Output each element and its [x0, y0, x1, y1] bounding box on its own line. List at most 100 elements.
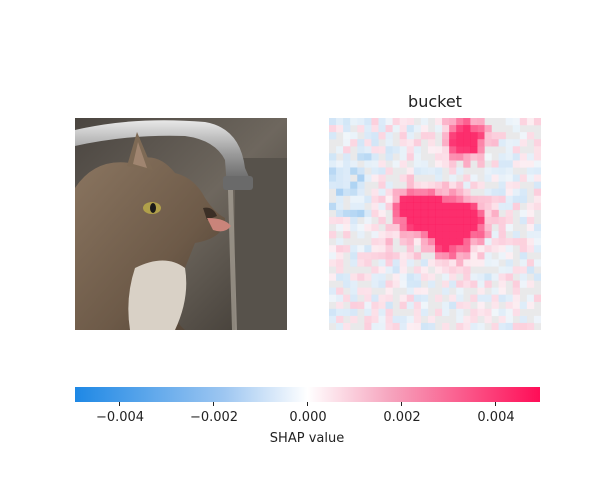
shap-cell	[526, 167, 535, 175]
shap-cell	[406, 287, 414, 295]
shap-cell	[512, 301, 520, 309]
shap-cell	[392, 224, 400, 232]
shap-cell	[399, 266, 407, 274]
shap-cell	[420, 167, 429, 175]
shap-cell	[399, 294, 407, 302]
shap-cell	[491, 139, 499, 147]
shap-cell	[484, 294, 492, 302]
shap-cell	[378, 308, 386, 317]
shap-cell	[463, 315, 471, 324]
shap-cell	[406, 181, 414, 189]
shap-cell	[533, 160, 541, 168]
shap-cell	[505, 322, 513, 330]
shap-cell	[463, 181, 471, 189]
shap-cell	[491, 301, 499, 309]
shap-cell	[491, 294, 499, 302]
shap-cell	[371, 266, 379, 274]
shap-cell	[343, 294, 351, 302]
shap-cell	[491, 238, 499, 246]
shap-cell	[406, 216, 414, 225]
shap-cell	[449, 252, 457, 260]
shap-cell	[364, 294, 372, 302]
shap-cell	[336, 181, 344, 189]
shap-cell	[449, 301, 457, 309]
shap-cell	[484, 209, 492, 218]
shap-cell	[519, 280, 528, 288]
shap-cell	[392, 202, 400, 211]
shap-cell	[364, 273, 372, 281]
shap-cell	[357, 125, 365, 133]
shap-cell	[442, 301, 450, 309]
shap-cell	[385, 118, 393, 126]
shap-cell	[371, 238, 379, 246]
shap-cell	[470, 259, 478, 267]
shap-cell	[371, 301, 379, 309]
shap-cell	[484, 202, 492, 211]
shap-cell	[463, 238, 471, 246]
shap-cell	[470, 322, 478, 330]
shap-cell	[442, 118, 450, 126]
shap-cell	[364, 216, 372, 225]
shap-cell	[505, 181, 513, 189]
shap-cell	[491, 160, 499, 168]
shap-cell	[406, 118, 414, 126]
shap-cell	[512, 202, 520, 211]
shap-cell	[526, 266, 535, 274]
shap-cell	[533, 118, 541, 126]
shap-cell	[329, 202, 337, 211]
shap-cell	[456, 231, 464, 239]
shap-cell	[364, 139, 372, 147]
shap-cell	[484, 273, 492, 281]
shap-cell	[385, 153, 393, 161]
shap-cell	[385, 308, 393, 317]
shap-cell	[477, 125, 485, 133]
shap-cell	[449, 139, 457, 147]
shap-cell	[420, 245, 429, 253]
shap-cell	[470, 252, 478, 260]
shap-cell	[399, 280, 407, 288]
shap-cell	[364, 132, 372, 140]
shap-cell	[484, 315, 492, 324]
shap-cell	[435, 202, 443, 211]
shap-cell	[357, 118, 365, 126]
shap-cell	[364, 118, 372, 126]
shap-cell	[343, 280, 351, 288]
shap-cell	[519, 209, 528, 218]
shap-cell	[442, 195, 450, 203]
shap-cell	[364, 174, 372, 182]
shap-cell	[505, 259, 513, 267]
shap-cell	[399, 174, 407, 182]
shap-cell	[435, 224, 443, 232]
shap-cell	[427, 167, 436, 175]
shap-cell	[456, 181, 464, 189]
shap-cell	[463, 224, 471, 232]
shap-cell	[420, 301, 429, 309]
shap-cell	[512, 238, 520, 246]
shap-cell	[420, 118, 429, 126]
shap-cell	[371, 167, 379, 175]
shap-cell	[470, 224, 478, 232]
shap-cell	[399, 224, 407, 232]
shap-cell	[385, 188, 393, 196]
shap-cell	[442, 252, 450, 260]
shap-cell	[435, 174, 443, 182]
shap-cell	[336, 315, 344, 324]
shap-cell	[406, 322, 414, 330]
shap-cell	[336, 294, 344, 302]
shap-cell	[470, 132, 478, 140]
shap-cell	[442, 322, 450, 330]
shap-cell	[519, 132, 528, 140]
shap-cell	[449, 146, 457, 154]
shap-cell	[413, 238, 422, 246]
shap-cell	[343, 209, 351, 218]
shap-cell	[336, 188, 344, 196]
shap-cell	[463, 280, 471, 288]
shap-cell	[484, 216, 492, 225]
shap-cell	[526, 174, 535, 182]
shap-cell	[526, 209, 535, 218]
shap-cell	[420, 160, 429, 168]
shap-cell	[533, 167, 541, 175]
shap-cell	[491, 231, 499, 239]
shap-cell	[399, 216, 407, 225]
shap-cell	[470, 195, 478, 203]
